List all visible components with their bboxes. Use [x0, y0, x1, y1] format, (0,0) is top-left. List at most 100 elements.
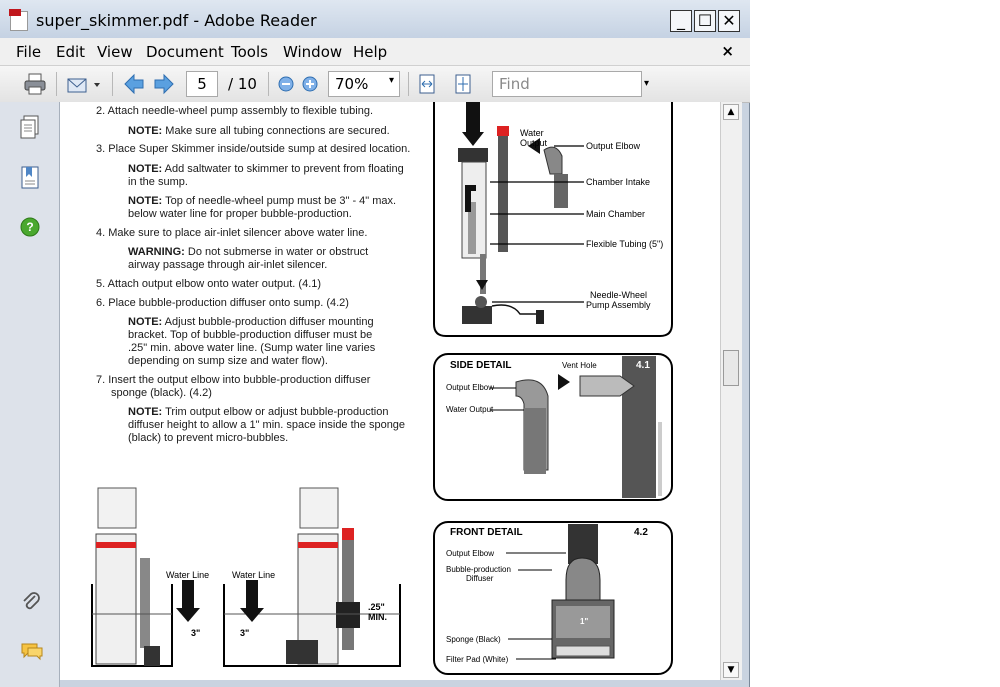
instruction-step: 6. Place bubble-production diffuser onto… [96, 297, 349, 309]
label-front-output-elbow: Output Elbow [446, 549, 494, 558]
label-needle-wheel-1: Needle-Wheel [590, 290, 647, 300]
side-detail-diagram: SIDE DETAIL 4.1 Vent Hole Output Elbow W… [433, 353, 673, 501]
window-title: super_skimmer.pdf - Adobe Reader [36, 11, 317, 30]
instruction-continuation: airway passage through air-inlet silence… [128, 259, 328, 271]
toolbar-separator [408, 72, 409, 96]
menu-window[interactable]: Window [283, 43, 343, 61]
arrow-left-icon[interactable] [122, 71, 146, 97]
label-vent-hole: Vent Hole [562, 361, 597, 370]
document-view[interactable]: 2. Attach needle-wheel pump assembly to … [60, 102, 720, 680]
toolbar: 5 / 10 70% ▾ Find ▾ [0, 66, 750, 103]
instruction-note: NOTE: Top of needle-wheel pump must be 3… [128, 195, 397, 207]
find-options-chevron-icon[interactable]: ▾ [644, 78, 650, 89]
pdf-app-icon [9, 9, 28, 31]
zoom-out-icon[interactable] [276, 71, 296, 97]
instruction-continuation: in the sump. [128, 176, 188, 188]
bottom-strip [60, 680, 742, 687]
label-main-chamber: Main Chamber [586, 209, 645, 219]
side-detail-number: 4.1 [636, 360, 650, 371]
minimize-button[interactable]: _ [670, 10, 692, 32]
email-icon[interactable] [64, 71, 104, 97]
menu-tools[interactable]: Tools [231, 43, 268, 61]
page-number-input[interactable]: 5 [186, 71, 218, 97]
instruction-note: NOTE: Make sure all tubing connections a… [128, 125, 390, 137]
label-bubble-diffuser-1: Bubble-production [446, 565, 511, 574]
maximize-button[interactable]: ☐ [694, 10, 716, 32]
label-chamber-intake: Chamber Intake [586, 177, 650, 187]
svg-text:?: ? [26, 220, 33, 234]
label-side-output-elbow: Output Elbow [446, 383, 494, 392]
help-icon[interactable]: ? [19, 216, 41, 238]
scroll-up-icon[interactable]: ▲ [723, 104, 739, 120]
instruction-continuation: diffuser height to allow a 1" min. space… [128, 419, 406, 431]
label-bubble-diffuser-2: Diffuser [466, 574, 494, 583]
label-needle-wheel-2: Pump Assembly [586, 300, 651, 310]
side-detail-title: SIDE DETAIL [450, 360, 511, 371]
instruction-note: NOTE: Adjust bubble-production diffuser … [128, 316, 374, 328]
label-water-output-1: Water [520, 128, 544, 138]
instruction-step: 7. Insert the output elbow into bubble-p… [96, 374, 371, 386]
front-detail-number: 4.2 [634, 527, 648, 538]
instruction-note: NOTE: Trim output elbow or adjust bubble… [128, 406, 389, 418]
front-detail-diagram: FRONT DETAIL 4.2 Output Elbow Bubble-pro… [433, 521, 673, 675]
printer-icon[interactable] [22, 71, 48, 97]
instruction-continuation: bracket. Top of bubble-production diffus… [128, 329, 373, 341]
instruction-step: 4. Make sure to place air-inlet silencer… [96, 227, 368, 239]
menu-view[interactable]: View [97, 43, 133, 61]
label-dim-3a: .25" [368, 602, 385, 612]
menu-file[interactable]: File [16, 43, 42, 61]
find-input[interactable]: Find [492, 71, 642, 97]
adobe-reader-window: super_skimmer.pdf - Adobe Reader _ ☐ ✕ F… [0, 0, 750, 687]
zoom-select[interactable]: 70% ▾ [328, 71, 400, 97]
label-water-line-2: Water Line [232, 570, 275, 580]
attachment-icon[interactable] [19, 590, 43, 614]
instruction-continuation: below water line for proper bubble-produ… [128, 208, 352, 220]
instruction-continuation: (black) to prevent micro-bubbles. [128, 432, 289, 444]
instruction-continuation: sponge (black). (4.2) [111, 387, 212, 399]
arrow-right-icon[interactable] [152, 71, 176, 97]
label-dim-1: 3" [191, 628, 200, 638]
instruction-step: 3. Place Super Skimmer inside/outside su… [96, 143, 411, 155]
label-side-water-output: Water Output [446, 405, 494, 414]
menu-document[interactable]: Document [146, 43, 224, 61]
page-total: / 10 [228, 75, 257, 93]
instruction-step: 2. Attach needle-wheel pump assembly to … [96, 105, 373, 117]
instruction-step: 5. Attach output elbow onto water output… [96, 278, 322, 290]
comments-icon[interactable] [19, 640, 45, 662]
fit-width-icon[interactable] [416, 71, 438, 97]
scroll-down-icon[interactable]: ▼ [723, 662, 739, 678]
label-dim-3b: MIN. [368, 612, 387, 622]
instruction-note: WARNING: Do not submerse in water or obs… [128, 246, 369, 258]
chevron-down-icon: ▾ [388, 75, 394, 86]
label-sponge: Sponge (Black) [446, 635, 501, 644]
vertical-scrollbar[interactable]: ▲ ▼ [720, 102, 742, 680]
menu-bar: File Edit View Document Tools Window Hel… [0, 38, 750, 66]
water-line-diagrams: Water Line 3" Water Line 3" .25" MIN. [91, 487, 401, 667]
toolbar-separator [268, 72, 269, 96]
instruction-continuation: .25" min. above water line. (Sump water … [128, 342, 376, 354]
toolbar-separator [112, 72, 113, 96]
scroll-thumb[interactable] [723, 350, 739, 386]
fit-page-icon[interactable] [452, 71, 474, 97]
close-button[interactable]: ✕ [718, 10, 740, 32]
pages-icon[interactable] [18, 114, 42, 142]
instruction-note: NOTE: Add saltwater to skimmer to preven… [128, 163, 404, 175]
label-dim-2: 3" [240, 628, 249, 638]
label-gap: 1" [580, 617, 588, 626]
navigation-pane: ? [0, 102, 60, 687]
instruction-continuation: depending on sump size and water flow). [128, 355, 328, 367]
title-bar: super_skimmer.pdf - Adobe Reader _ ☐ ✕ [0, 0, 750, 38]
zoom-value: 70% [335, 75, 369, 93]
label-output-elbow: Output Elbow [586, 141, 641, 151]
skimmer-assembly-diagram: Water Output Output Elbow Chamber Intake… [433, 102, 673, 337]
menu-edit[interactable]: Edit [56, 43, 86, 61]
label-flexible-tubing: Flexible Tubing (5") [586, 239, 663, 249]
menu-help[interactable]: Help [353, 43, 388, 61]
document-close-button[interactable]: × [721, 42, 734, 60]
front-detail-title: FRONT DETAIL [450, 527, 523, 538]
toolbar-separator [56, 72, 57, 96]
zoom-in-icon[interactable] [300, 71, 320, 97]
label-filter-pad: Filter Pad (White) [446, 655, 509, 664]
label-water-output-2: Output [520, 138, 548, 148]
bookmarks-icon[interactable] [18, 164, 42, 192]
